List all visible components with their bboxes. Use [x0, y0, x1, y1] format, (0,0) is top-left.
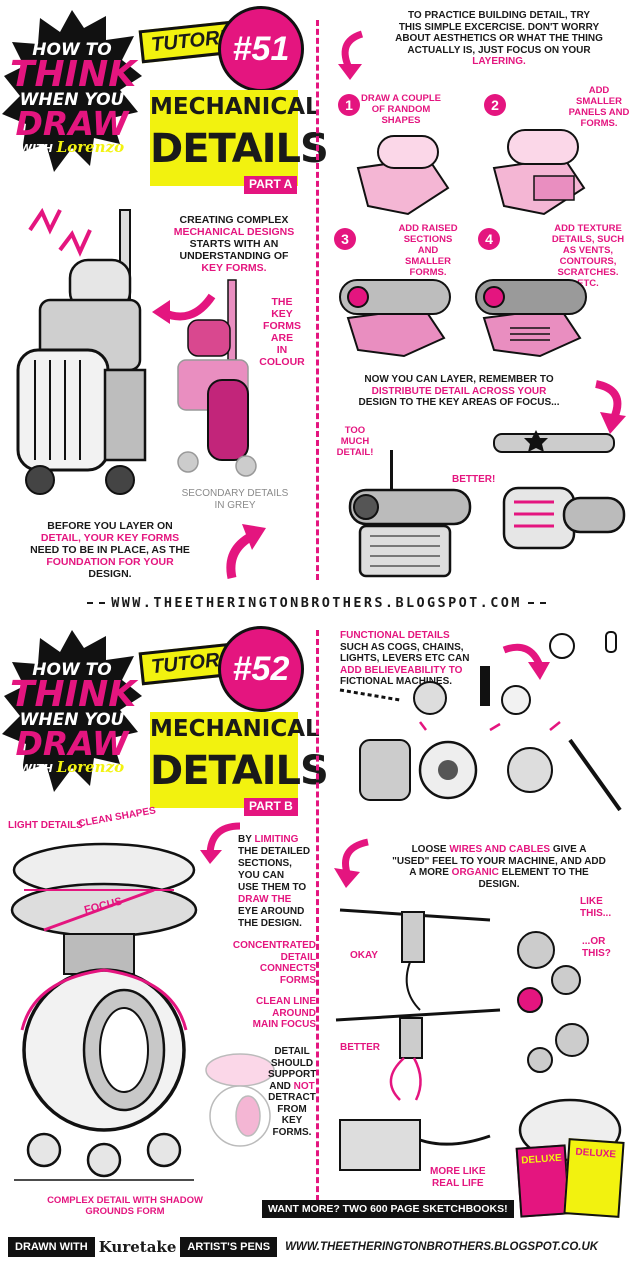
practice-text: TO PRACTICE BUILDING DETAIL, TRY THIS SI… [395, 10, 603, 67]
logo-think: THINK [10, 674, 137, 716]
logo-line: HOW TO [32, 660, 112, 680]
step-number: 4 [478, 228, 500, 250]
curved-arrow-icon [200, 822, 241, 864]
logo-52: HOW TO THINK WHEN YOU DRAW WITH Lorenzo [10, 660, 137, 776]
step-number: 1 [338, 94, 360, 116]
step-number: 3 [334, 228, 356, 250]
like-this-label: LIKE THIS... [580, 896, 612, 919]
divider [316, 630, 319, 1210]
footer-url[interactable]: WWW.THEETHERINGTONBROTHERS.BLOGSPOT.CO.U… [285, 1241, 599, 1253]
sketchbook-cover[interactable]: DELUXE [563, 1138, 625, 1218]
curved-arrow-icon [334, 838, 369, 888]
tutorial-number-badge: #51 [218, 6, 304, 92]
logo-burst-52 [2, 630, 142, 792]
better-machine [493, 430, 626, 550]
title-line-2: DETAILS [150, 126, 329, 172]
logo-draw: DRAW [15, 724, 129, 764]
wires-text: LOOSE WIRES AND CABLES GIVE A "USED" FEE… [392, 844, 606, 890]
title-line-1: MECHANICAL [150, 94, 320, 120]
step-4-shapes [475, 279, 587, 358]
wires-sketches [335, 908, 622, 1171]
step-number: 2 [484, 94, 506, 116]
logo-line: WHEN YOU [19, 90, 125, 111]
logo-line: HOW TO [32, 40, 112, 60]
curved-arrow-icon [502, 643, 550, 680]
title-box [150, 712, 298, 808]
logo-think: THINK [10, 54, 137, 96]
logo-with: WITH Lorenzo [19, 757, 125, 776]
okay-label: OKAY [350, 950, 378, 961]
functional-text: FUNCTIONAL DETAILS SUCH AS COGS, CHAINS,… [340, 630, 470, 687]
blog-url[interactable]: WWW.THEETHERINGTONBROTHERS.BLOGSPOT.COM [111, 595, 522, 611]
support-sketch [205, 1053, 275, 1147]
better-label: BETTER [340, 1042, 380, 1053]
brand-logo: Kuretake [98, 1238, 177, 1256]
sketchbook-cover[interactable]: DELUXE [515, 1144, 571, 1218]
title-line-1: MECHANICAL [150, 716, 320, 742]
clean-shapes-label: CLEAN SHAPES [77, 805, 157, 830]
foundation-text: BEFORE YOU LAYER ON DETAIL, YOUR KEY FOR… [30, 520, 190, 581]
functional-details-sketches [339, 631, 622, 812]
up-arrow-icon [226, 524, 266, 579]
logo-with: WITH Lorenzo [19, 137, 125, 156]
key-forms-illustration [177, 279, 257, 477]
better-label: BETTER! [452, 474, 496, 485]
down-arrow-icon [595, 380, 626, 434]
intro-text: CREATING COMPLEX MECHANICAL DESIGNS STAR… [173, 214, 295, 275]
part-label: PART B [244, 798, 298, 816]
logo-draw: DRAW [15, 104, 129, 144]
want-more-banner[interactable]: WANT MORE? TWO 600 PAGE SKETCHBOOKS! [262, 1200, 514, 1219]
logo-51: HOW TO THINK WHEN YOU DRAW WITH Lorenzo [10, 40, 137, 156]
curved-arrow-icon [338, 30, 364, 80]
footer: DRAWN WITH Kuretake ARTIST'S PENS WWW.TH… [0, 1232, 633, 1262]
arrow-icon [152, 293, 216, 324]
machine-illustration [16, 207, 147, 495]
light-details-label: LIGHT DETAILS [8, 820, 83, 831]
step-3-shapes [339, 279, 451, 358]
too-much-detail-machine [348, 450, 472, 578]
tutorial-number-badge: #52 [218, 626, 304, 712]
logo-line: WHEN YOU [19, 710, 125, 731]
step-2-shapes [492, 129, 586, 216]
or-this-label: ...OR THIS? [582, 936, 611, 959]
step-1-shapes [356, 135, 450, 216]
title-line-2: DETAILS [150, 748, 329, 794]
balloon-machine-illustration [10, 842, 198, 1181]
title-box [150, 90, 298, 186]
divider [316, 20, 319, 580]
part-label: PART A [244, 176, 298, 194]
layer-text: NOW YOU CAN LAYER, REMEMBER TO DISTRIBUT… [358, 374, 560, 408]
artists-pens-label: ARTIST'S PENS [180, 1237, 278, 1257]
logo-burst-51 [2, 10, 142, 172]
blog-url-banner: WWW.THEETHERINGTONBROTHERS.BLOGSPOT.COM [0, 590, 633, 616]
drawn-with-label: DRAWN WITH [8, 1237, 95, 1257]
limiting-text: BY LIMITING THE DETAILED SECTIONS, YOU C… [238, 834, 311, 929]
